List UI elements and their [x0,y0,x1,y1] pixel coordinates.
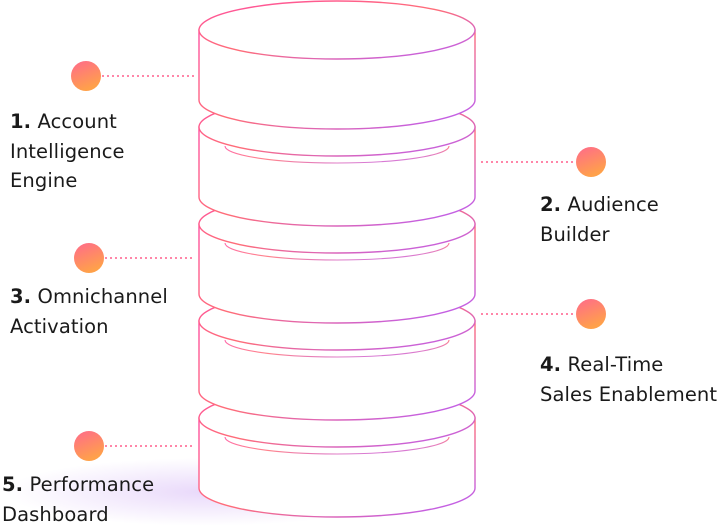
label-account-intelligence-engine: 1. Account Intelligence Engine [10,107,125,196]
label-performance-dashboard: 5. Performance Dashboard [2,470,154,527]
label-line: Omnichannel [37,285,168,308]
label-line: Sales Enablement [540,382,718,406]
connector-layer-1 [71,61,195,91]
connector-layer-3 [74,243,195,273]
connector-layer-5 [74,431,195,461]
gradient-circle-icon [71,61,101,91]
cylinder-inner-rim [224,145,450,164]
label-line: Intelligence [10,139,125,163]
connector-layer-2 [481,147,606,177]
label-line: Activation [10,314,109,338]
label-line: Audience [567,193,659,216]
layer-number: 4. [540,353,562,376]
cylinder-layer [198,0,476,130]
cylinder-top [198,0,476,60]
cylinder-inner-rim [224,242,450,261]
layer-number: 1. [10,110,32,133]
layer-number: 3. [10,285,32,308]
label-line: Real-Time [567,353,664,376]
layer-number: 2. [540,193,562,216]
cylinder-inner-rim [224,436,450,455]
label-line: Performance [29,473,155,496]
gradient-circle-icon [74,431,104,461]
label-line: Builder [540,222,610,246]
label-line: Engine [10,169,78,192]
label-line: Account [37,110,117,133]
label-line: Dashboard [2,502,109,526]
gradient-circle-icon [576,147,606,177]
layer-number: 5. [2,473,24,496]
label-audience-builder: 2. Audience Builder [540,190,659,249]
connector-layer-4 [481,299,606,329]
gradient-circle-icon [74,243,104,273]
label-real-time-sales-enablement: 4. Real-Time Sales Enablement [540,350,717,409]
label-omnichannel-activation: 3. Omnichannel Activation [10,282,168,341]
gradient-circle-icon [576,299,606,329]
cylinder-inner-rim [224,339,450,358]
